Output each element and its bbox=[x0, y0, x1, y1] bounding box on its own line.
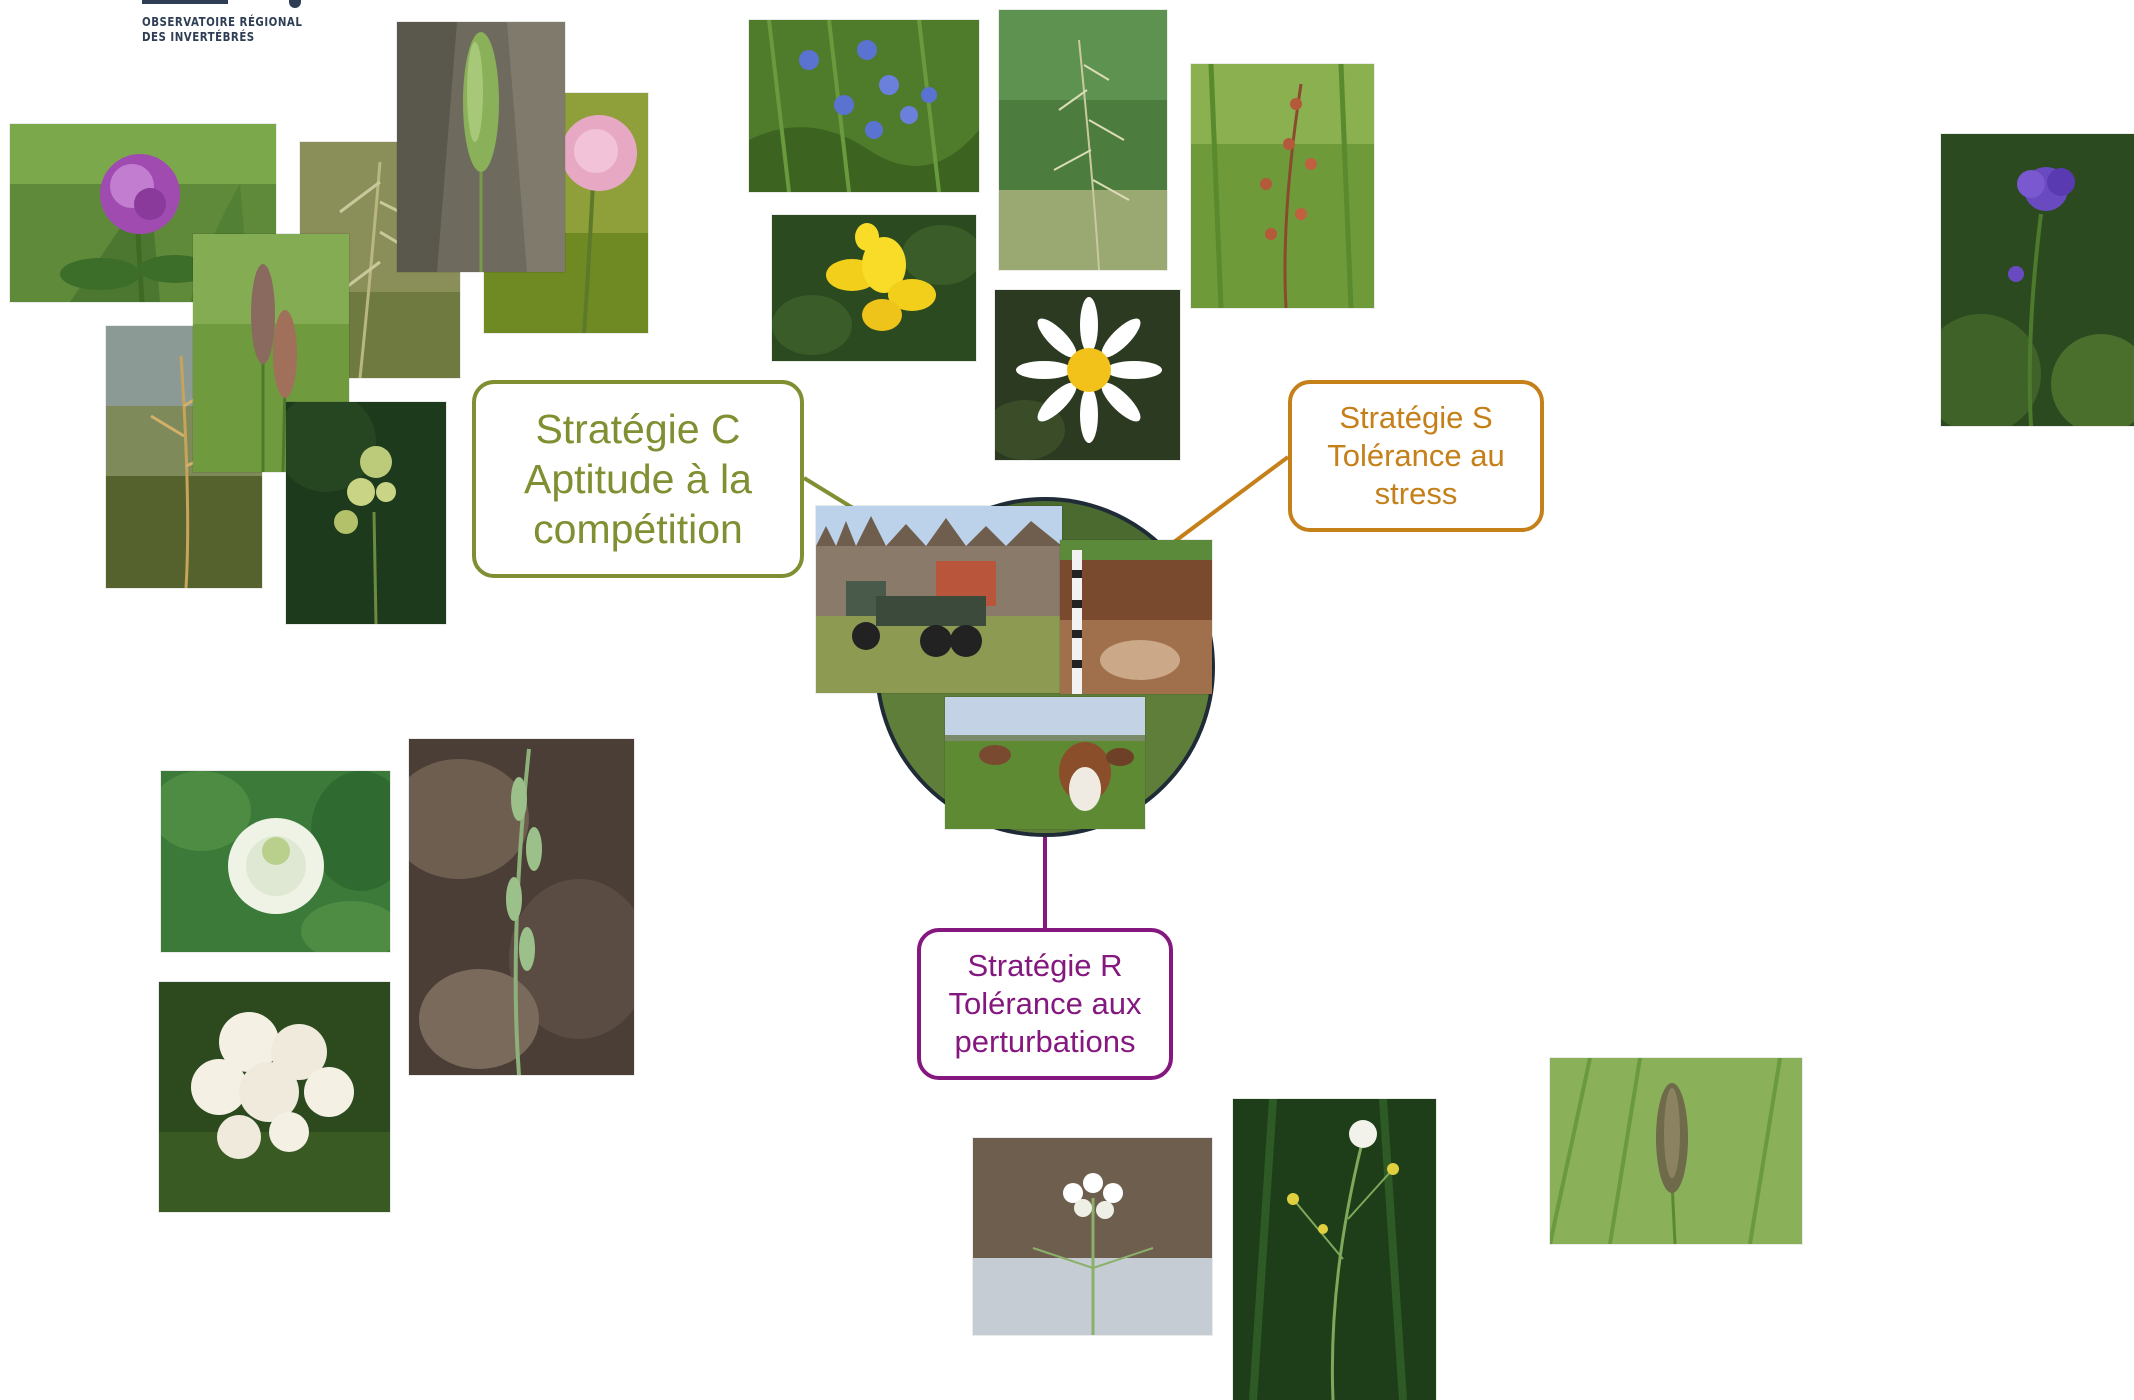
strategy-c-line-3: compétition bbox=[533, 506, 743, 552]
photo-timothy-grass bbox=[1550, 1058, 1802, 1244]
photo-shepherds-purse bbox=[973, 1138, 1212, 1335]
logo-bar bbox=[142, 0, 228, 4]
photo-groundsel bbox=[1233, 1099, 1436, 1400]
photo-oxeye-daisy bbox=[995, 290, 1180, 460]
photo-yarrow bbox=[159, 982, 390, 1212]
photo-grass-spike-tree bbox=[397, 22, 565, 272]
strategy-r-box: Stratégie R Tolérance aux perturbations bbox=[917, 928, 1173, 1080]
strategy-c-title: Stratégie C bbox=[535, 406, 741, 452]
photo-sorrel bbox=[1191, 64, 1374, 308]
photo-speedwell bbox=[749, 20, 979, 192]
strategy-s-title: Stratégie S bbox=[1339, 400, 1493, 435]
photo-feather-grass bbox=[999, 10, 1167, 270]
photo-cocksfoot bbox=[286, 402, 446, 624]
photo-ryegrass bbox=[409, 739, 634, 1075]
strategy-s-line-3: stress bbox=[1374, 476, 1458, 511]
photo-grazing-cows bbox=[945, 697, 1145, 829]
strategy-r-title: Stratégie R bbox=[967, 948, 1123, 983]
strategy-r-line-3: perturbations bbox=[954, 1024, 1136, 1059]
photo-clustered-bellflower bbox=[1941, 134, 2134, 426]
strategy-c-box: Stratégie C Aptitude à la compétition bbox=[472, 380, 804, 578]
logo-mark bbox=[289, 0, 301, 8]
logo: OBSERVATOIRE RÉGIONAL DES INVERTÉBRÉS bbox=[142, 0, 317, 48]
strategy-s-box: Stratégie S Tolérance au stress bbox=[1288, 380, 1544, 532]
strategy-r-line-2: Tolérance aux bbox=[948, 986, 1142, 1021]
photo-birdsfoot-trefoil bbox=[772, 215, 976, 361]
logo-line-2: DES INVERTÉBRÉS bbox=[142, 29, 255, 44]
photo-manure-spreader bbox=[816, 506, 1062, 693]
photo-white-clover bbox=[161, 771, 390, 952]
photo-soil-profile bbox=[1060, 540, 1212, 694]
strategy-s-line-2: Tolérance au bbox=[1327, 438, 1505, 473]
strategy-c-line-2: Aptitude à la bbox=[524, 456, 752, 502]
logo-line-1: OBSERVATOIRE RÉGIONAL bbox=[142, 14, 303, 29]
connector-s bbox=[1168, 455, 1290, 547]
